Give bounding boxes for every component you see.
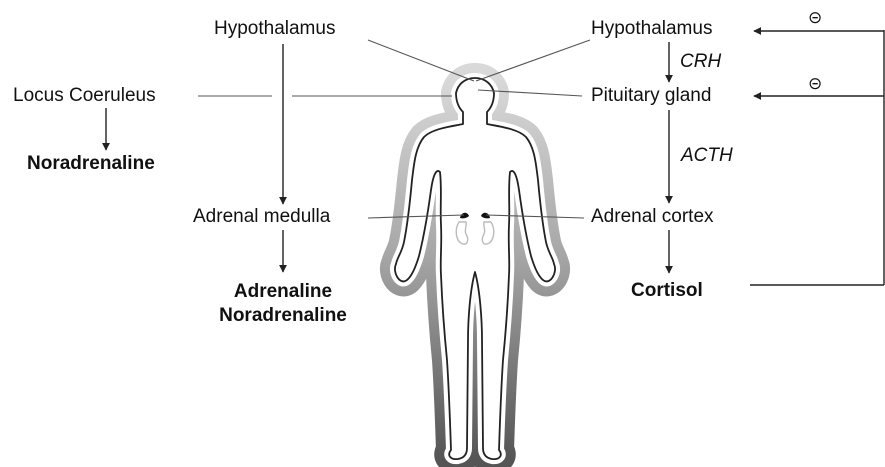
locus-noradrenaline-label: Noradrenaline — [27, 153, 155, 175]
inhibition-minus-icon-pituitary: ⊝ — [808, 73, 822, 95]
human-body-silhouette-icon — [395, 78, 555, 459]
hypothalamus-left-connector — [368, 40, 474, 81]
negative-feedback-loop — [750, 30, 884, 285]
adrenal-cortex-label: Adrenal cortex — [591, 206, 714, 228]
crh-label: CRH — [680, 51, 721, 73]
pituitary-gland-label: Pituitary gland — [591, 85, 711, 107]
inhibition-minus-icon-hypothalamus: ⊝ — [808, 7, 822, 29]
cortisol-label: Cortisol — [631, 280, 703, 302]
medulla-adrenaline-label: Adrenaline — [200, 281, 366, 303]
locus-coeruleus-label: Locus Coeruleus — [13, 85, 156, 107]
flow-arrows — [106, 42, 669, 273]
hypothalamus-right-label: Hypothalamus — [591, 18, 712, 40]
acth-label: ACTH — [681, 145, 733, 167]
hypothalamus-right-connector — [476, 40, 590, 81]
hypothalamus-left-label: Hypothalamus — [214, 18, 335, 40]
medulla-noradrenaline-label: Noradrenaline — [200, 305, 366, 327]
adrenal-medulla-label: Adrenal medulla — [193, 206, 330, 228]
